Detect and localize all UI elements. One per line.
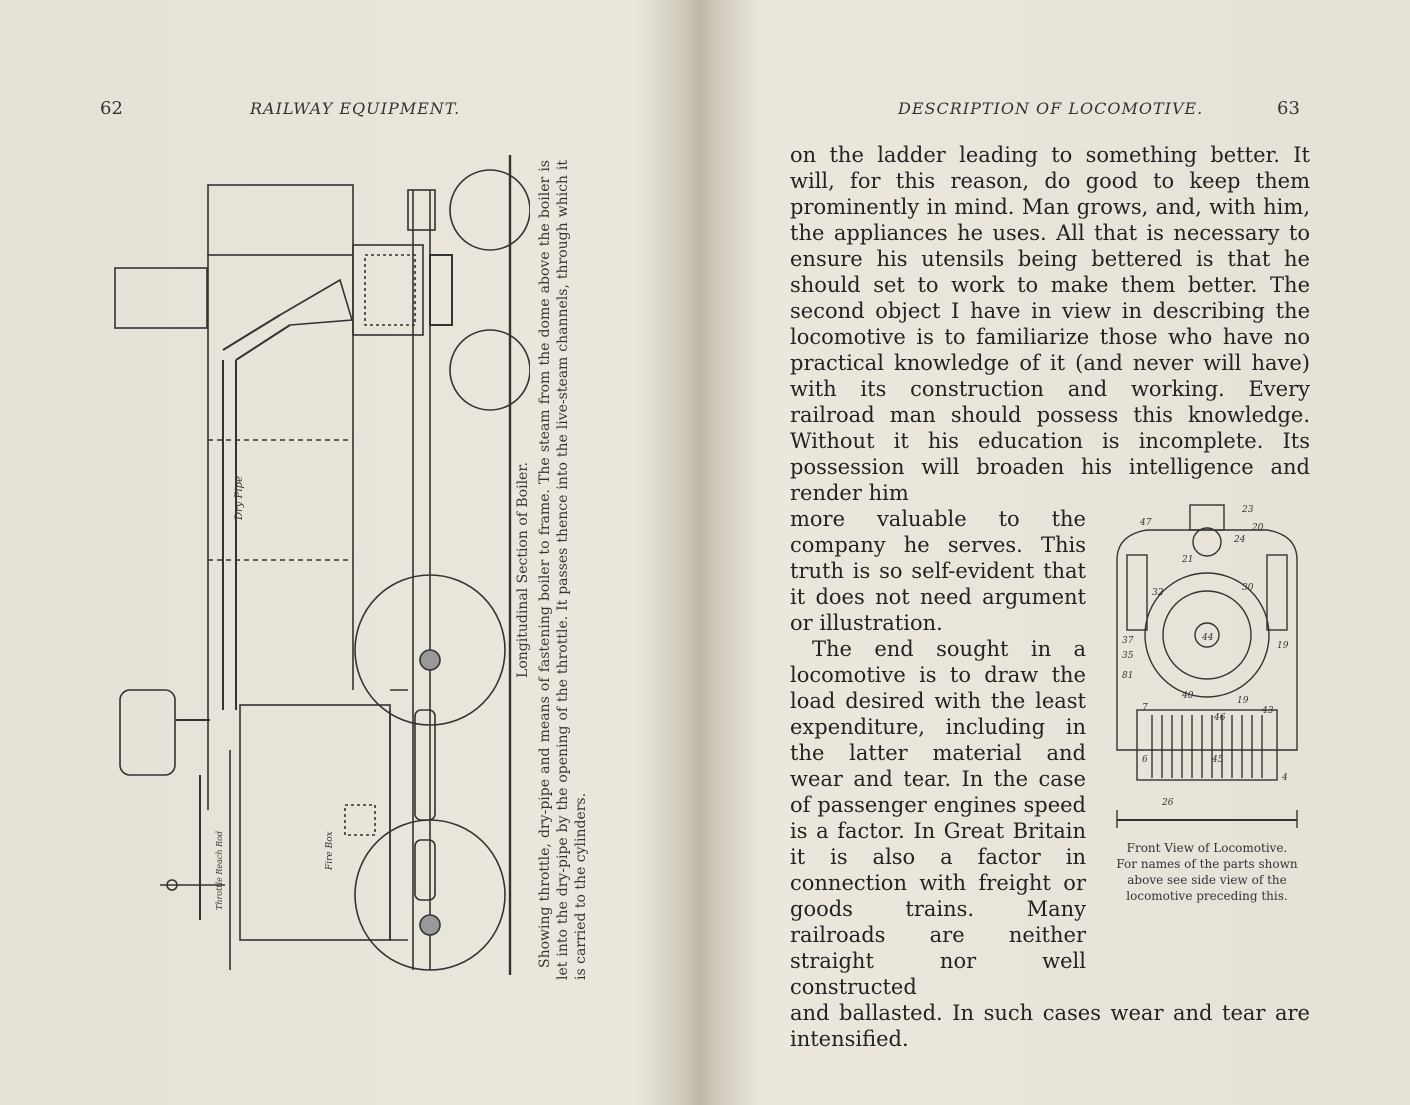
- boiler-section-diagram: Dry Pipe Fire Box: [90, 150, 531, 990]
- part-number: 44: [1201, 633, 1214, 643]
- boiler-caption-body: Showing throttle, dry-pipe and means of …: [537, 160, 589, 980]
- front-view-caption-body: For names of the parts shown above see s…: [1116, 857, 1298, 903]
- part-number: 45: [1211, 755, 1224, 765]
- part-number: 23: [1241, 505, 1254, 515]
- locomotive-front-view-diagram: 23 47 20 24 21 32 30 44 37 35 19 81 40 1…: [1102, 500, 1312, 830]
- part-number: 4: [1281, 773, 1288, 783]
- part-number: 32: [1152, 588, 1164, 598]
- part-number: 40: [1181, 691, 1194, 701]
- part-number: 24: [1233, 535, 1246, 545]
- boiler-section-caption: Longitudinal Section of Boiler. Showing …: [514, 160, 590, 980]
- part-number: 37: [1122, 636, 1134, 646]
- right-running-head: DESCRIPTION OF LOCOMOTIVE.: [898, 99, 1204, 118]
- part-number: 30: [1242, 583, 1254, 593]
- part-number: 21: [1181, 555, 1193, 565]
- part-number: 46: [1213, 713, 1226, 723]
- paragraph-2-narrow: The end sought in a locomotive is to dra…: [790, 637, 1086, 999]
- part-number: 81: [1122, 671, 1133, 681]
- left-page-number: 62: [100, 98, 123, 119]
- paragraph-1-full: on the ladder leading to something bette…: [790, 143, 1310, 505]
- right-page: 63 DESCRIPTION OF LOCOMOTIVE. on the lad…: [710, 0, 1410, 1105]
- front-view-caption: Front View of Locomotive. For names of t…: [1098, 840, 1316, 904]
- part-number: 19: [1277, 641, 1289, 651]
- dry-pipe-label: Dry Pipe: [234, 476, 245, 521]
- throttle-rod-label: Throttle Reach Rod: [215, 831, 224, 910]
- front-view-caption-title: Front View of Locomotive.: [1126, 841, 1288, 855]
- part-number: 6: [1142, 755, 1148, 765]
- left-running-head: RAILWAY EQUIPMENT.: [250, 99, 461, 118]
- paragraph-2-full: and ballasted. In such cases wear and te…: [790, 1001, 1310, 1051]
- part-number: 7: [1142, 703, 1148, 713]
- part-number: 35: [1122, 651, 1134, 661]
- right-page-number: 63: [1277, 98, 1300, 119]
- part-number: 47: [1139, 518, 1152, 528]
- part-number: 19: [1237, 696, 1249, 706]
- part-number: 43: [1261, 706, 1274, 716]
- paragraph-1-narrow: more valuable to the company he serves. …: [790, 507, 1086, 635]
- part-number: 20: [1251, 523, 1264, 533]
- body-text: on the ladder leading to something bette…: [790, 142, 1310, 1052]
- boiler-caption-title: Longitudinal Section of Boiler.: [515, 462, 531, 678]
- fire-box-label: Fire Box: [325, 831, 335, 871]
- part-number: 26: [1161, 798, 1174, 808]
- left-page: 62 RAILWAY EQUIPMENT.: [0, 0, 700, 1105]
